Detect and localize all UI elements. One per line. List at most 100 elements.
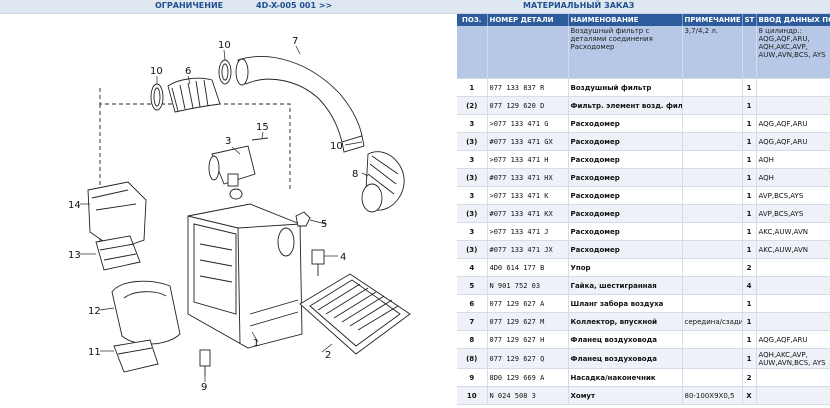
cell-name: Хомут bbox=[568, 386, 683, 405]
cell-note bbox=[682, 168, 743, 187]
column-header-pos[interactable]: ПОЗ. bbox=[457, 14, 488, 26]
cell-data: AQG,AQF,ARU bbox=[756, 114, 830, 133]
cell-pos: 3 bbox=[457, 150, 488, 169]
cell-name: Гайка, шестигранная bbox=[568, 276, 683, 295]
cell-part-number: #077 133 471 JX bbox=[487, 240, 569, 259]
cell-part-number: >077 133 471 G bbox=[487, 114, 569, 133]
cell-data: AVP,BCS,AYS bbox=[756, 204, 830, 223]
cell-part-number: 077 129 627 H bbox=[487, 330, 569, 349]
callout-4: 4 bbox=[340, 252, 346, 263]
cell-note bbox=[682, 294, 743, 313]
end-cap-part[interactable] bbox=[199, 349, 211, 376]
column-header-note[interactable]: ПРИМЕЧАНИЕ bbox=[682, 14, 743, 26]
cell-st: X bbox=[742, 386, 757, 405]
hex-nut-part[interactable] bbox=[295, 211, 311, 227]
screw-part[interactable] bbox=[251, 137, 269, 141]
cell-note bbox=[682, 222, 743, 241]
cell-name: Воздушный фильтр с деталями соединения Р… bbox=[568, 26, 683, 79]
cell-name: Расходомер bbox=[568, 186, 683, 205]
column-header-data[interactable]: ВВОД ДАННЫХ ПО bbox=[756, 14, 830, 26]
cell-data bbox=[756, 294, 830, 313]
cell-note bbox=[682, 348, 743, 369]
duct-flange-part[interactable] bbox=[361, 151, 405, 213]
nozzle-part[interactable] bbox=[113, 339, 159, 373]
cell-pos: (8) bbox=[457, 348, 488, 369]
column-header-name[interactable]: НАИМЕНОВАНИЕ bbox=[568, 14, 683, 26]
cell-part-number: 8D0 129 669 A bbox=[487, 368, 569, 387]
cell-data bbox=[756, 276, 830, 295]
cell-note bbox=[682, 240, 743, 259]
cell-data: AVP,BCS,AYS bbox=[756, 186, 830, 205]
cell-part-number bbox=[487, 26, 569, 79]
cell-note bbox=[682, 78, 743, 97]
cell-name: Расходомер bbox=[568, 204, 683, 223]
cell-st: 2 bbox=[742, 258, 757, 277]
cell-data: AQH,AKC,AVP, AUW,AVN,BCS, AYS bbox=[756, 348, 830, 369]
callout-8: 8 bbox=[352, 169, 358, 180]
restriction-code[interactable]: 4D-X-005 001 >> bbox=[256, 1, 333, 10]
cell-st: 1 bbox=[742, 114, 757, 133]
mass-airflow-meter-part[interactable] bbox=[208, 145, 256, 200]
filter-element-part[interactable] bbox=[299, 273, 411, 355]
material-order-label: МАТЕРИАЛЬНЫЙ ЗАКАЗ bbox=[523, 1, 635, 10]
cell-st bbox=[742, 26, 757, 79]
cell-pos: (3) bbox=[457, 240, 488, 259]
cell-note: середина/сзади bbox=[682, 312, 743, 331]
intake-hose-part[interactable] bbox=[167, 77, 221, 113]
air-guide-part[interactable] bbox=[111, 280, 181, 345]
callout-15: 15 bbox=[256, 122, 269, 133]
cell-part-number: 4D0 614 177 B bbox=[487, 258, 569, 277]
cell-data: AQG,AQF,ARU bbox=[756, 132, 830, 151]
cell-data bbox=[756, 368, 830, 387]
cell-note: 3,7/4,2 л. bbox=[682, 26, 743, 79]
cell-name: Фланец воздуховода bbox=[568, 348, 683, 369]
cell-pos: 3 bbox=[457, 114, 488, 133]
cell-data bbox=[756, 312, 830, 331]
cell-note bbox=[682, 114, 743, 133]
air-duct-part[interactable] bbox=[87, 181, 147, 251]
intake-collector-part[interactable] bbox=[235, 56, 365, 153]
callout-11: 11 bbox=[88, 347, 101, 358]
cell-st: 1 bbox=[742, 150, 757, 169]
column-header-part-number[interactable]: НОМЕР ДЕТАЛИ bbox=[487, 14, 569, 26]
cell-note bbox=[682, 204, 743, 223]
callout-2: 2 bbox=[325, 350, 331, 361]
duct-insert-part[interactable] bbox=[95, 235, 141, 271]
cell-data: AKC,AUW,AVN bbox=[756, 240, 830, 259]
cell-st: 1 bbox=[742, 168, 757, 187]
hose-clamp-part[interactable] bbox=[150, 59, 232, 111]
cell-pos: 3 bbox=[457, 186, 488, 205]
cell-part-number: 077 129 627 M bbox=[487, 312, 569, 331]
cell-name: Коллектор, впускной bbox=[568, 312, 683, 331]
cell-pos: 5 bbox=[457, 276, 488, 295]
cell-data: AQG,AQF,ARU bbox=[756, 330, 830, 349]
callout-3: 3 bbox=[225, 136, 231, 147]
callout-1: 1 bbox=[253, 338, 259, 349]
air-filter-housing-part[interactable] bbox=[187, 203, 303, 349]
selected-group-row[interactable]: Воздушный фильтр с деталями соединения Р… bbox=[457, 26, 830, 79]
table-header-row: ПОЗ. НОМЕР ДЕТАЛИ НАИМЕНОВАНИЕ ПРИМЕЧАНИ… bbox=[457, 14, 830, 26]
callout-12: 12 bbox=[88, 306, 101, 317]
cell-data bbox=[756, 96, 830, 115]
cell-part-number: 077 129 620 D bbox=[487, 96, 569, 115]
buffer-stop-part[interactable] bbox=[311, 249, 325, 276]
column-header-st[interactable]: ST bbox=[742, 14, 757, 26]
